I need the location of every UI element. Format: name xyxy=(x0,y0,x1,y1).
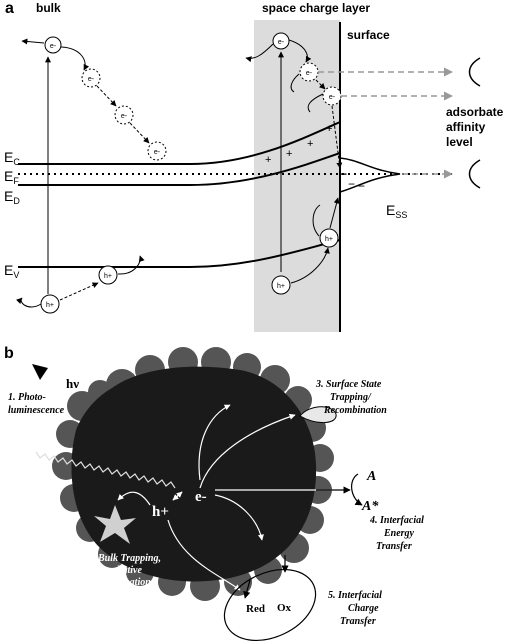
hv-label: hν xyxy=(66,376,79,391)
process-3-label: 3. Surface State Trapping/ Recombination xyxy=(315,379,387,416)
a-star-label: A* xyxy=(361,499,379,514)
surface-trap-arrow xyxy=(199,413,296,489)
process-2-label: 2. Bulk Trapping, Nonradiative Recombina… xyxy=(87,553,163,588)
charge-transfer-loop xyxy=(223,569,317,641)
panel-b: b hν e- h+ xyxy=(4,345,426,641)
plus-charge-1: + xyxy=(265,154,271,166)
scl-hole xyxy=(271,275,291,295)
surface-hole xyxy=(319,228,339,248)
a-label: A xyxy=(366,469,376,484)
nanoparticle xyxy=(71,366,317,582)
bulk-trap-star xyxy=(94,505,136,544)
relaxing-electron-3 xyxy=(147,141,167,161)
svg-text:e-: e- xyxy=(121,113,128,120)
conduction-band-edge xyxy=(18,121,341,165)
donor-level xyxy=(18,152,341,186)
surface-state-trap xyxy=(299,406,337,423)
panel-b-label: b xyxy=(4,345,14,362)
surface-label: surface xyxy=(347,28,390,42)
svg-text:e-: e- xyxy=(50,43,57,50)
svg-text:e-: e- xyxy=(278,39,285,46)
relaxing-electron-1 xyxy=(81,68,101,88)
panel-a: a bulk space charge layer surface − − − … xyxy=(4,0,507,332)
svg-text:e-: e- xyxy=(154,149,161,156)
hole-relax-arrow xyxy=(59,282,99,301)
surface-state-minus-2: − xyxy=(348,177,355,191)
surface-state-distribution xyxy=(339,157,401,193)
surface-state-minus-3: − xyxy=(358,179,365,193)
electron-label: e- xyxy=(195,489,207,505)
ec-label: EC xyxy=(4,149,20,167)
svg-text:e-: e- xyxy=(306,70,313,77)
ess-label: ESS xyxy=(386,202,407,220)
plus-charge-3: + xyxy=(307,138,313,150)
adsorbate-label: adsorbate affinity level xyxy=(446,105,507,149)
ox-label: Ox xyxy=(277,602,292,614)
process-5-label: 5. Interfacial Charge Transfer xyxy=(328,590,384,627)
ev-label: EV xyxy=(4,262,19,280)
ed-label: ED xyxy=(4,188,20,206)
relaxing-electron-2 xyxy=(114,105,134,125)
plus-charge-2: + xyxy=(286,148,292,160)
adsorbate-level-1 xyxy=(468,57,481,87)
scl-electron xyxy=(272,32,290,50)
surface-state-minus-1: − xyxy=(340,167,347,181)
red-label: Red xyxy=(246,603,265,615)
svg-text:h+: h+ xyxy=(104,273,112,280)
relaxed-hole xyxy=(98,265,118,285)
svg-text:h+: h+ xyxy=(46,302,54,309)
electron-escape-arrow xyxy=(21,38,45,45)
svg-text:h+: h+ xyxy=(277,283,285,290)
plus-charge-4: + xyxy=(326,123,332,135)
bulk-label: bulk xyxy=(36,1,61,15)
svg-text:e-: e- xyxy=(329,94,336,101)
bulk-trap-arrow xyxy=(117,491,151,506)
process-4-label: 4. Interfacial Energy Transfer xyxy=(369,515,426,552)
svg-text:e-: e- xyxy=(88,76,95,83)
space-charge-layer-label: space charge layer xyxy=(262,1,370,15)
bulk-electron xyxy=(44,36,62,54)
photoluminescence-wave xyxy=(35,451,176,489)
hole-label: h+ xyxy=(152,504,169,520)
adsorbate-level-2 xyxy=(468,159,481,189)
svg-text:h+: h+ xyxy=(325,236,333,243)
electron-relax-arrow xyxy=(60,46,90,71)
panel-a-label: a xyxy=(5,0,14,17)
process-1-label: 1. Photo- luminescence xyxy=(8,392,65,416)
ef-label: EF xyxy=(4,168,19,186)
photoluminescence-arrowhead xyxy=(32,364,48,380)
